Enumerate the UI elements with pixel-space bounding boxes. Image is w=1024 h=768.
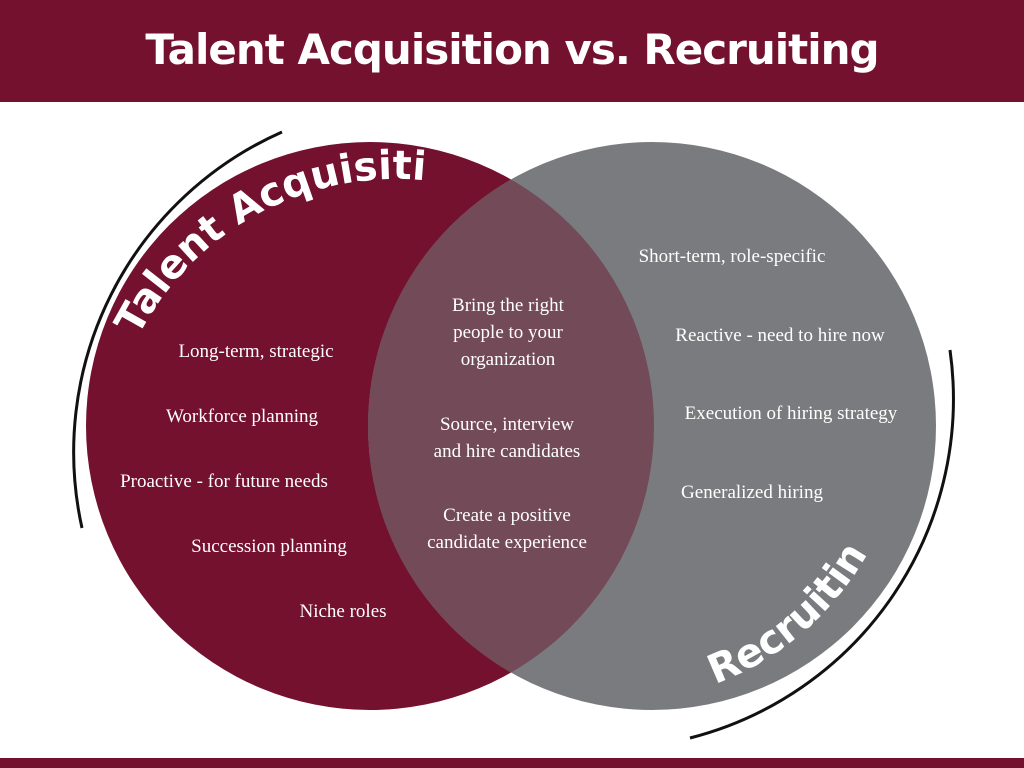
svg-text:Bring the right: Bring the right <box>452 295 565 316</box>
svg-text:people to your: people to your <box>453 322 563 343</box>
page-title: Talent Acquisition vs. Recruiting <box>145 25 879 74</box>
left-item: Succession planning <box>191 536 347 557</box>
svg-text:Create a positive: Create a positive <box>443 505 571 526</box>
left-item: Niche roles <box>299 601 386 622</box>
left-outer-arc <box>72 130 283 529</box>
right-outer-arc <box>689 349 955 740</box>
overlap-item: Source, interview and hire candidates <box>434 414 581 462</box>
footer-bar <box>0 758 1024 768</box>
overlap-region <box>368 142 654 710</box>
right-item: Execution of hiring strategy <box>685 403 898 424</box>
left-item: Proactive - for future needs <box>120 471 328 492</box>
overlap-item: Create a positive candidate experience <box>427 505 587 553</box>
right-item: Reactive - need to hire now <box>675 325 885 346</box>
right-item: Generalized hiring <box>681 482 823 503</box>
overlap-item: Bring the right people to your organizat… <box>452 295 565 370</box>
title-banner: Talent Acquisition vs. Recruiting <box>0 0 1024 102</box>
left-item: Long-term, strategic <box>178 341 333 362</box>
svg-text:Source, interview: Source, interview <box>440 414 574 435</box>
right-item: Short-term, role-specific <box>639 246 826 267</box>
svg-text:organization: organization <box>461 349 556 370</box>
left-item: Workforce planning <box>166 406 319 427</box>
svg-text:candidate experience: candidate experience <box>427 532 587 553</box>
svg-text:and hire candidates: and hire candidates <box>434 441 581 462</box>
